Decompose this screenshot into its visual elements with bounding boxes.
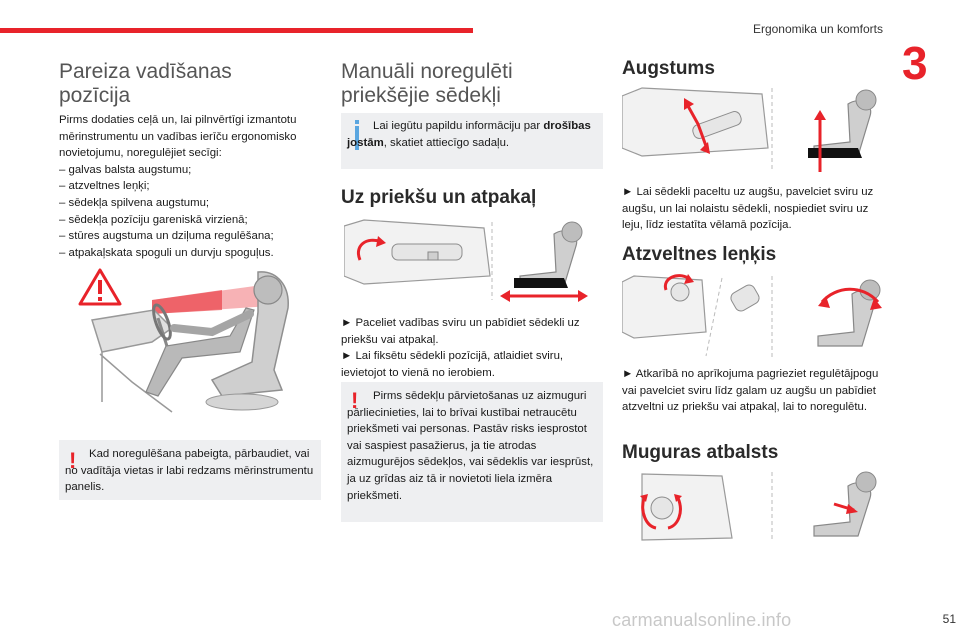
intro-paragraph: Pirms dodaties ceļā un, lai pilnvērtīgi …	[59, 114, 297, 160]
lumbar-support-illustration	[640, 471, 877, 541]
warning-text: Kad noregulēšana pabeigta, pārbaudiet, v…	[65, 448, 314, 494]
warning-box-seat-movement: ! Pirms sēdekļu pārvietošanas uz aizmugu…	[341, 382, 603, 522]
info-box-seatbelts: Lai iegūtu papildu informāciju par drošī…	[341, 113, 603, 169]
seat-lever-closeup	[344, 219, 491, 285]
subsection-title-lumbar-support: Muguras atbalsts	[622, 442, 779, 463]
warning-box-panel-visibility: ! Kad noregulēšana pabeigta, pārbaudiet,…	[59, 440, 321, 500]
forward-backward-illustration	[344, 219, 588, 302]
seat-side-view	[500, 221, 588, 302]
exclamation-icon: !	[351, 388, 359, 413]
height-adjust-illustration	[622, 87, 877, 172]
backrest-angle-text: ► Atkarībā no aprīkojuma pagrieziet regu…	[622, 368, 879, 414]
intro-text: Pirms dodaties ceļā un, lai pilnvērtīgi …	[59, 112, 321, 261]
list-item: – atzveltnes leņķi;	[59, 180, 150, 193]
warning-text: Pirms sēdekļu pārvietošanas uz aizmuguri…	[347, 390, 594, 502]
section-title-manual-seats: Manuāli noregulēti priekšējie sēdekļi	[341, 60, 513, 107]
section-title-driving-position: Pareiza vadīšanas pozīcija	[59, 60, 232, 107]
watermark: carmanualsonline.info	[612, 610, 792, 630]
page-number: 51	[942, 612, 956, 626]
subsection-title-forward-backward: Uz priekšu un atpakaļ	[341, 187, 537, 208]
exclamation-icon: !	[69, 448, 77, 473]
chapter-number: 3	[902, 37, 928, 89]
step-lift-lever: ► Paceliet vadības sviru un pabīdiet sēd…	[341, 317, 580, 346]
info-text: Lai iegūtu papildu informāciju par drošī…	[347, 118, 599, 151]
list-item: – sēdekļa spilvena augstumu;	[59, 196, 210, 209]
height-text: ► Lai sēdekli paceltu uz augšu, pavelcie…	[622, 186, 874, 232]
info-bold-link: drošības jostām	[347, 120, 591, 149]
info-prefix: Lai iegūtu papildu informāciju par	[373, 120, 544, 132]
list-item: – galvas balsta augstumu;	[59, 163, 192, 176]
subsection-title-backrest-angle: Atzveltnes leņķis	[622, 244, 777, 265]
list-item: – atpakaļskata spoguli un durvju spoguļu…	[59, 246, 274, 259]
running-header: Ergonomika un komforts	[752, 22, 883, 36]
list-item: – sēdekļa pozīciju gareniskā virzienā;	[59, 213, 248, 226]
warning-triangle-icon	[78, 268, 122, 306]
step-lock-seat: ► Lai fiksētu sēdekli pozīcijā, atlaidie…	[341, 350, 564, 379]
info-suffix: , skatiet attiecīgo sadaļu.	[383, 136, 510, 149]
subsection-title-height: Augstums	[622, 58, 715, 79]
driving-position-illustration	[78, 268, 289, 413]
forward-backward-steps: ► Paceliet vadības sviru un pabīdiet sēd…	[341, 315, 603, 381]
backrest-angle-illustration	[622, 274, 882, 360]
top-accent-bar	[0, 28, 473, 33]
info-icon	[355, 120, 359, 150]
list-item: – stūres augstuma un dziļuma regulēšana;	[59, 230, 274, 243]
